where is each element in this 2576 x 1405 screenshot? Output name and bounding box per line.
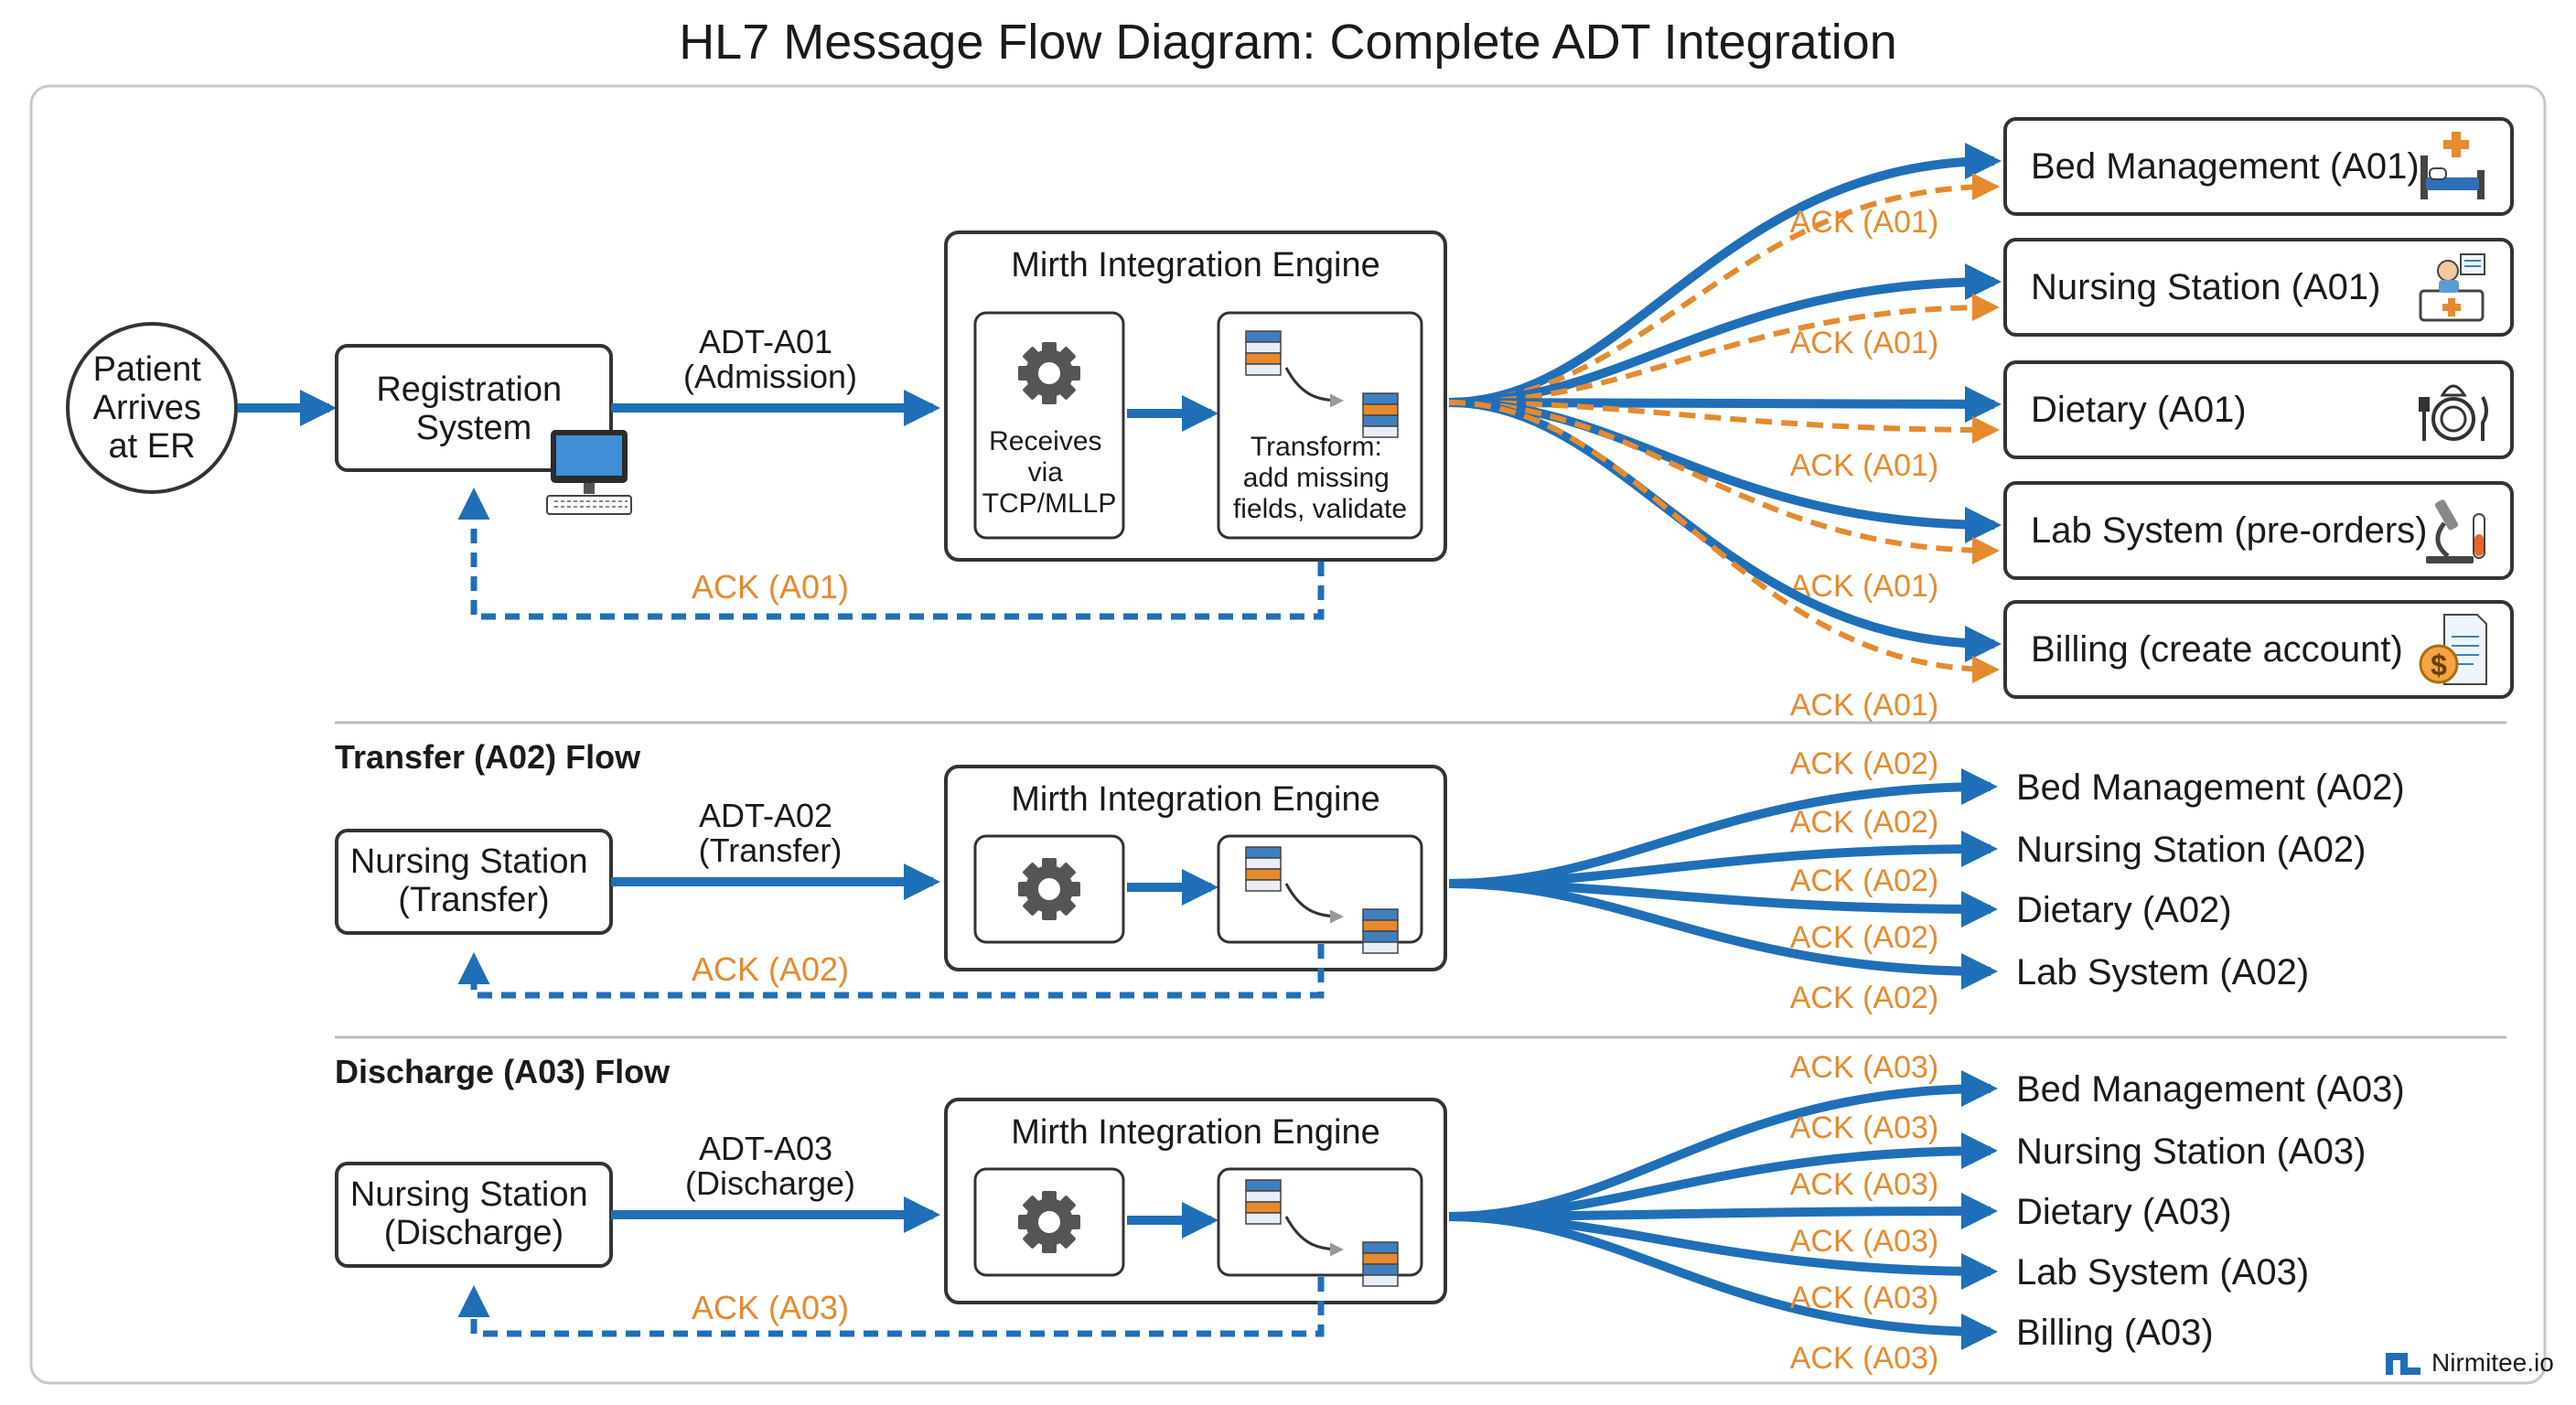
- destination-card: [2003, 600, 2514, 699]
- nirmitee-logo-text: Nirmitee.io: [2431, 1348, 2554, 1377]
- a02-return-ack-label: ACK (A02): [692, 950, 849, 988]
- discharge-flow: Discharge (A03) Flow Nursing Station (Di…: [335, 1050, 2405, 1376]
- discharge-heading: Discharge (A03) Flow: [335, 1053, 671, 1090]
- destination-label: Bed Management (A01): [2031, 146, 2420, 187]
- a03-route-arrow: [1448, 1212, 1998, 1350]
- a02-ack-label: ACK (A02): [1790, 746, 1939, 781]
- discharge-source-label: Nursing Station (Discharge): [350, 1175, 597, 1252]
- microscope-icon: [2426, 499, 2485, 563]
- mirth-engine-a02-title: Mirth Integration Engine: [1011, 780, 1379, 819]
- receive-step-label: Receives via TCP/MLLP: [982, 426, 1117, 519]
- diagram-title: HL7 Message Flow Diagram: Complete ADT I…: [679, 15, 1897, 70]
- a01-ack-label: ACK (A01): [1790, 326, 1939, 360]
- a01-fanout: ACK (A01) ACK (A01) ACK (A01) ACK (A01) ACK …: [1448, 143, 2002, 723]
- a03-ack-label: ACK (A03): [1790, 1224, 1939, 1259]
- admission-flow: Patient Arrives at ER Registration Syste…: [66, 117, 2514, 723]
- a03-fanout: Bed Management (A03) Nursing Station (A03…: [1448, 1050, 2405, 1376]
- a01-ack-arrow: [1448, 400, 2000, 564]
- a01-route-arrow: [1448, 398, 2002, 543]
- a02-route-arrow: [1448, 879, 1998, 990]
- adt-a01-message-label: ADT-A01 (Admission): [683, 323, 857, 395]
- a01-route-arrow: [1448, 263, 2002, 407]
- destination-label: Billing (create account): [2031, 629, 2403, 670]
- patient-arrives-node: [66, 322, 238, 494]
- a01-route-arrow: [1448, 385, 2002, 423]
- a01-ack-label: ACK (A01): [1790, 688, 1939, 723]
- destination-label: Nursing Station (A02): [2016, 830, 2366, 870]
- destination-card: [2003, 238, 2514, 337]
- destination-card: [2003, 360, 2514, 459]
- transfer-source-label: Nursing Station (Transfer): [350, 842, 597, 919]
- destination-label: Lab System (A02): [2016, 952, 2309, 992]
- a03-ack-label: ACK (A03): [1790, 1281, 1939, 1315]
- mirth-engine-a03-title: Mirth Integration Engine: [1011, 1113, 1379, 1152]
- a01-return-ack-label: ACK (A01): [692, 568, 849, 606]
- adt-a03-message-label: ADT-A03 (Discharge): [685, 1130, 855, 1202]
- a03-return-ack-label: ACK (A03): [692, 1289, 849, 1326]
- transform-step-label: Transform: add missing fields, validate: [1233, 432, 1407, 524]
- a01-ack-arrow: [1448, 400, 2000, 444]
- transfer-heading: Transfer (A02) Flow: [335, 738, 641, 776]
- adt-a02-message-label: ADT-A02 (Transfer): [699, 797, 843, 869]
- a01-ack-label: ACK (A01): [1790, 569, 1939, 604]
- destination-label: Billing (A03): [2016, 1313, 2214, 1353]
- a02-fanout: Bed Management (A02) Nursing Station (A02…: [1448, 746, 2405, 1015]
- destination-label: Bed Management (A02): [2016, 767, 2405, 808]
- a03-return-ack-path: [457, 1277, 1325, 1337]
- dietary-icon: [2419, 384, 2488, 441]
- mirth-engine-a01-title: Mirth Integration Engine: [1011, 246, 1379, 284]
- a01-destinations: Bed Management (A01) Nursing Station (A01…: [2003, 117, 2514, 699]
- computer-icon: [546, 430, 632, 515]
- a01-ack-label: ACK (A01): [1790, 205, 1939, 240]
- a03-ack-label: ACK (A03): [1790, 1341, 1939, 1376]
- bed-icon: [2420, 132, 2485, 199]
- a02-ack-label: ACK (A02): [1790, 805, 1939, 840]
- destination-label: Dietary (A02): [2016, 890, 2232, 930]
- gear-icon: [1018, 342, 1080, 404]
- patient-arrives-label: Patient Arrives at ER: [93, 350, 211, 466]
- destination-card: [2003, 481, 2514, 580]
- destination-label: Dietary (A03): [2016, 1192, 2232, 1232]
- destination-label: Nursing Station (A03): [2016, 1132, 2366, 1172]
- destination-label: Dietary (A01): [2031, 390, 2247, 430]
- a02-ack-label: ACK (A02): [1790, 920, 1939, 955]
- nirmitee-logo-icon: [2386, 1353, 2420, 1375]
- a03-ack-label: ACK (A03): [1790, 1110, 1939, 1145]
- destination-label: Nursing Station (A01): [2031, 267, 2380, 307]
- receive-step-box: [973, 311, 1125, 540]
- a01-ack-arrow: [1448, 294, 2000, 405]
- destination-label: Bed Management (A03): [2016, 1069, 2405, 1110]
- a01-route-arrow: [1448, 143, 2002, 407]
- a01-return-ack-path: [457, 488, 1325, 620]
- a03-ack-label: ACK (A03): [1790, 1050, 1939, 1085]
- gear-icon: [1018, 858, 1080, 920]
- destination-label: Lab System (pre-orders): [2031, 510, 2427, 551]
- a02-return-ack-path: [457, 944, 1325, 999]
- nurse-icon: [2419, 253, 2485, 322]
- transfer-flow: Transfer (A02) Flow Nursing Station (Tra…: [335, 738, 2405, 1015]
- a02-ack-label: ACK (A02): [1790, 981, 1939, 1015]
- registration-system-label: Registration System: [376, 370, 571, 447]
- a01-ack-arrow: [1448, 400, 2000, 683]
- nirmitee-logo: Nirmitee.io: [2386, 1348, 2554, 1378]
- a03-route-arrow: [1448, 1193, 1998, 1230]
- destination-card: [2003, 117, 2514, 216]
- diagram-frame: [29, 84, 2547, 1385]
- a03-ack-label: ACK (A03): [1790, 1167, 1939, 1202]
- svg-text:$: $: [2431, 649, 2447, 681]
- destination-label: Lab System (A03): [2016, 1252, 2309, 1292]
- a01-ack-label: ACK (A01): [1790, 448, 1939, 483]
- gear-icon: [1018, 1191, 1080, 1253]
- billing-icon: $: [2419, 614, 2487, 685]
- a02-ack-label: ACK (A02): [1790, 863, 1939, 898]
